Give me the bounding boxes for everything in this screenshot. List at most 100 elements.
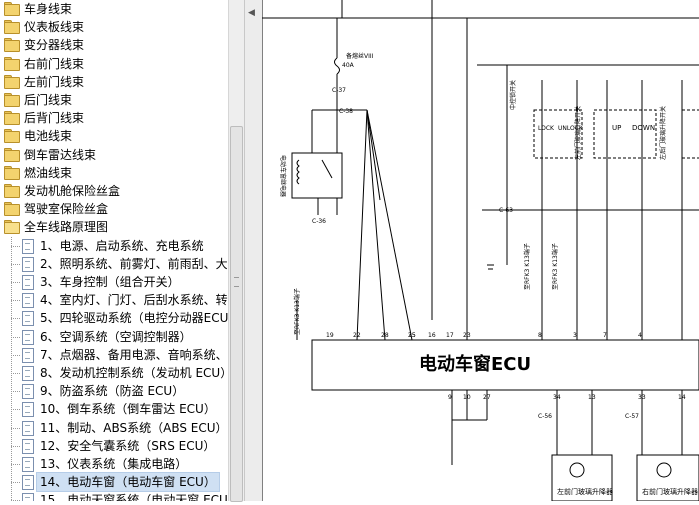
tree-connector bbox=[11, 464, 20, 465]
panel-splitter[interactable] bbox=[244, 0, 264, 501]
tree-item-doc[interactable]: 4、室内灯、门灯、后刮水系统、转 bbox=[0, 291, 228, 309]
tree-item-folder[interactable]: 后门线束 bbox=[0, 91, 228, 109]
document-icon bbox=[22, 475, 34, 491]
tree-item-doc[interactable]: 14、电动车窗（电动车窗 ECU） bbox=[0, 472, 228, 493]
folder-icon bbox=[4, 93, 20, 107]
tree-item-label: 10、倒车系统（倒车雷达 ECU） bbox=[40, 402, 216, 417]
tree-item-doc[interactable]: 15、电动天窗系统（电动天窗 ECU bbox=[0, 491, 228, 501]
tree-item-doc[interactable]: 11、制动、ABS系统（ABS ECU） bbox=[0, 419, 228, 437]
tree-item-label: 驾驶室保险丝盒 bbox=[24, 202, 109, 217]
tree-item-doc[interactable]: 2、照明系统、前雾灯、前雨刮、大 bbox=[0, 255, 228, 273]
tree-item-label: 9、防盗系统（防盗 ECU） bbox=[40, 384, 185, 399]
tree-item-label: 仪表板线束 bbox=[24, 20, 85, 35]
wire-label-1: 至RFK3 K13端子 bbox=[293, 288, 301, 335]
folder-icon bbox=[4, 38, 20, 53]
connector-c63: C-63 bbox=[499, 207, 513, 214]
unlock-label: UNLOCK bbox=[558, 125, 584, 132]
tree-item-label: 4、室内灯、门灯、后刮水系统、转 bbox=[40, 293, 228, 308]
tree-item-label: 13、仪表系统（集成电路） bbox=[40, 457, 188, 471]
tree-item-label: 7、点烟器、备用电源、音响系统、 bbox=[40, 347, 228, 362]
motor-label-left: 左前门玻璃升降器 bbox=[557, 487, 613, 496]
folder-icon bbox=[4, 129, 20, 144]
tree-item-doc[interactable]: 6、空调系统（空调控制器） bbox=[0, 328, 228, 346]
folder-icon bbox=[4, 165, 20, 180]
tree-item-doc[interactable]: 7、点烟器、备用电源、音响系统、 bbox=[0, 346, 228, 364]
ecu-pin-top: 22 bbox=[353, 332, 361, 339]
tree-item-folder[interactable]: 仪表板线束 bbox=[0, 18, 228, 36]
collapse-arrow-icon[interactable]: ◀ bbox=[248, 8, 255, 18]
tree-item-folder[interactable]: 发动机舱保险丝盒 bbox=[0, 182, 228, 200]
ecu-pin-top: 23 bbox=[463, 332, 471, 339]
tree-item-label: 11、制动、ABS系统（ABS ECU） bbox=[40, 420, 228, 435]
ecu-pin-bottom: 14 bbox=[678, 394, 686, 401]
wiring-diagram: 电动车窗ECU 备熔丝VIII 40A LOCK UNLOCK UP DOWN … bbox=[261, 0, 699, 502]
document-icon bbox=[22, 293, 34, 309]
folder-icon bbox=[4, 202, 20, 217]
document-icon bbox=[22, 329, 34, 345]
motor-label-right: 右前门玻璃升降器 bbox=[642, 487, 698, 496]
document-icon bbox=[22, 384, 34, 400]
tree-item-label: 右前门线束 bbox=[24, 56, 85, 71]
folder-icon bbox=[4, 147, 20, 162]
tree-item-label: 倒车雷达线束 bbox=[24, 147, 97, 162]
tree-item-doc[interactable]: 10、倒车系统（倒车雷达 ECU） bbox=[0, 400, 228, 418]
tree-item-label: 8、发动机控制系统（发动机 ECU） bbox=[40, 366, 228, 380]
ecu-pin-top: 19 bbox=[326, 332, 334, 339]
ecu-pin-bottom: 10 bbox=[463, 394, 471, 401]
tree-connector bbox=[11, 245, 20, 247]
tree-item-label: 全车线路原理图 bbox=[24, 220, 109, 235]
document-icon bbox=[22, 438, 34, 454]
switch-label-front-left: 左前门玻璃升降开关 bbox=[574, 106, 582, 160]
ecu-pin-top: 16 bbox=[428, 332, 436, 339]
document-icon bbox=[22, 366, 34, 381]
ecu-pin-top: 7 bbox=[603, 332, 607, 339]
fuse-rating: 40A bbox=[342, 62, 355, 69]
wiring-diagram-view: 电动车窗ECU 备熔丝VIII 40A LOCK UNLOCK UP DOWN … bbox=[261, 0, 699, 502]
connector-c56: C-56 bbox=[538, 413, 552, 420]
tree-connector bbox=[11, 282, 20, 283]
tree-item-folder[interactable]: 驾驶室保险丝盒 bbox=[0, 200, 228, 218]
tree-connector bbox=[11, 427, 20, 429]
ecu-pin-bottom: 33 bbox=[638, 394, 646, 401]
ecu-pin-top: 17 bbox=[446, 332, 454, 339]
tree-item-folder[interactable]: 燃油线束 bbox=[0, 164, 228, 182]
tree-connector bbox=[11, 318, 20, 320]
ecu-pin-bottom: 27 bbox=[483, 394, 491, 401]
document-icon bbox=[22, 311, 34, 327]
tree-connector bbox=[11, 482, 20, 484]
document-icon bbox=[22, 493, 34, 501]
tree-item-folder[interactable]: 全车线路原理图 bbox=[0, 218, 228, 236]
tree-item-folder[interactable]: 倒车雷达线束 bbox=[0, 146, 228, 164]
tree-item-doc[interactable]: 1、电源、启动系统、充电系统 bbox=[0, 237, 228, 255]
tree-item-doc[interactable]: 3、车身控制（组合开关） bbox=[0, 273, 228, 291]
tree-item-folder[interactable]: 变分器线束 bbox=[0, 36, 228, 54]
tree-item-folder[interactable]: 后背门线束 bbox=[0, 109, 228, 127]
tree-item-folder[interactable]: 车身线束 bbox=[0, 0, 228, 18]
tree-item-folder[interactable]: 电池线束 bbox=[0, 127, 228, 145]
tree-item-doc[interactable]: 5、四轮驱动系统（电控分动器ECU bbox=[0, 309, 228, 327]
switch-label-lock: 中控锁开关 bbox=[509, 80, 517, 110]
tree-item-label: 14、电动车窗（电动车窗 ECU） bbox=[36, 472, 220, 493]
tree-item-doc[interactable]: 8、发动机控制系统（发动机 ECU） bbox=[0, 364, 228, 382]
tree-connector bbox=[11, 336, 20, 338]
tree-item-doc[interactable]: 9、防盗系统（防盗 ECU） bbox=[0, 382, 228, 400]
tree-item-doc[interactable]: 13、仪表系统（集成电路） bbox=[0, 455, 228, 473]
ecu-pin-top: 35 bbox=[408, 332, 416, 339]
tree-item-label: 变分器线束 bbox=[24, 38, 85, 53]
tree-item-label: 燃油线束 bbox=[24, 165, 73, 180]
tree-item-folder[interactable]: 左前门线束 bbox=[0, 73, 228, 91]
document-icon bbox=[22, 238, 34, 254]
fuse-label: 备熔丝VIII bbox=[346, 52, 374, 60]
tree-item-label: 3、车身控制（组合开关） bbox=[40, 275, 180, 289]
tree-item-label: 2、照明系统、前雾灯、前雨刮、大 bbox=[40, 256, 228, 271]
tree-item-label: 发动机舱保险丝盒 bbox=[24, 184, 121, 198]
ecu-pin-bottom: 34 bbox=[553, 394, 561, 401]
connector-c38: C-38 bbox=[339, 108, 353, 115]
connector-c36: C-36 bbox=[312, 218, 326, 225]
scrollbar-thumb[interactable] bbox=[230, 126, 243, 502]
tree-item-label: 车身线束 bbox=[24, 2, 73, 16]
tree-item-doc[interactable]: 12、安全气囊系统（SRS ECU） bbox=[0, 437, 228, 455]
tree-item-folder[interactable]: 右前门线束 bbox=[0, 55, 228, 73]
down-label: DOWN bbox=[632, 124, 655, 132]
wire-label-2: 至RFK3 K13端子 bbox=[523, 243, 531, 290]
